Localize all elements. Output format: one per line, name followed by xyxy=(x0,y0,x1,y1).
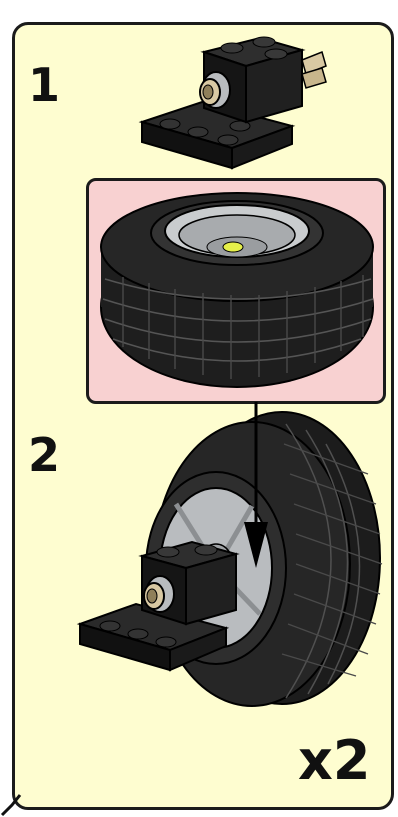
assembly-arrow-icon xyxy=(240,402,270,572)
tire-icon xyxy=(93,187,383,397)
wheel-rim-icon xyxy=(76,414,388,714)
black-bracket-plate-icon xyxy=(140,30,340,170)
quantity-label: x2 xyxy=(298,734,370,788)
callout-box xyxy=(86,178,386,404)
corner-mark xyxy=(0,793,22,817)
step-2-number: 2 xyxy=(28,432,60,478)
step-1-number: 1 xyxy=(28,62,60,108)
